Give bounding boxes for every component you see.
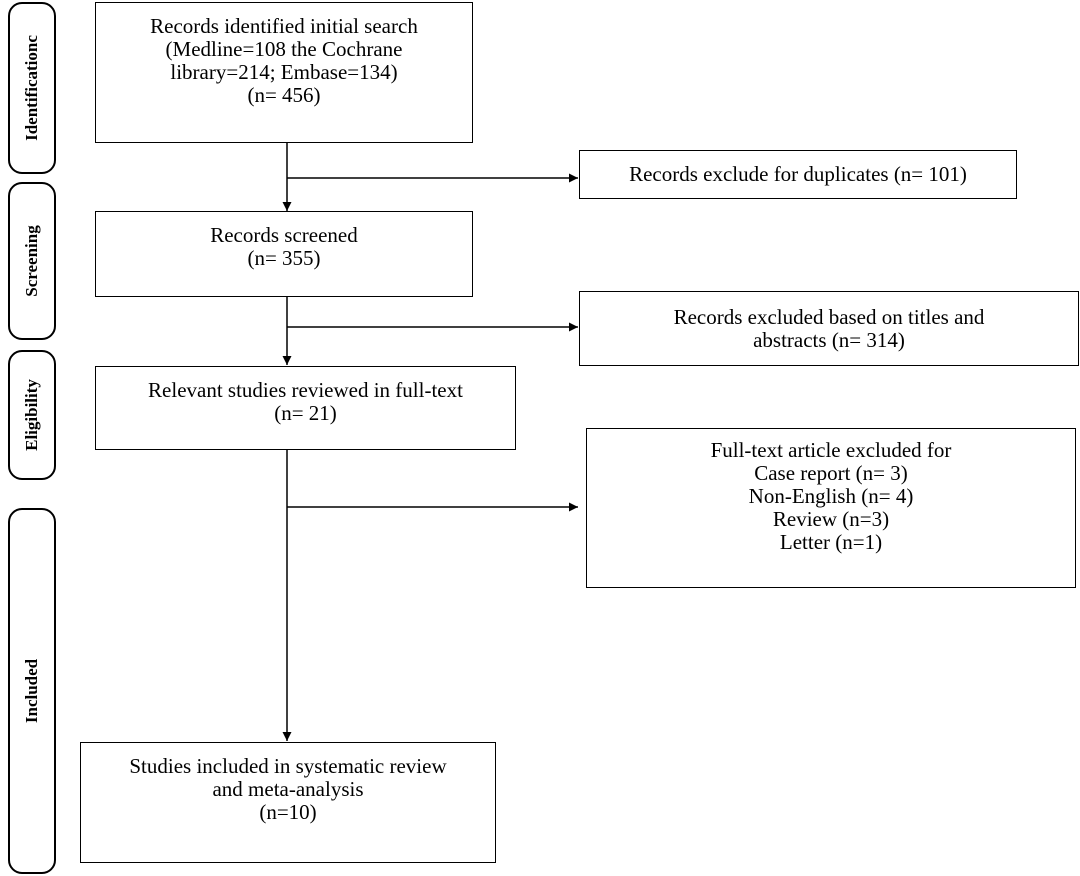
box-line: Records identified initial search bbox=[150, 14, 418, 38]
fulltext-excluded-box: Full-text article excluded for Case repo… bbox=[586, 428, 1076, 588]
box-line: Records exclude for duplicates (n= 101) bbox=[629, 162, 967, 186]
box-line: Relevant studies reviewed in full-text bbox=[148, 378, 463, 402]
box-line: (Medline=108 the Cochrane bbox=[165, 37, 403, 61]
box-line: Records screened bbox=[210, 223, 358, 247]
titles-abstracts-excluded-box: Records excluded based on titles and abs… bbox=[579, 291, 1079, 366]
box-line: Review (n=3) bbox=[772, 507, 890, 531]
box-line: (n= 21) bbox=[274, 401, 337, 425]
duplicates-excluded-box: Records exclude for duplicates (n= 101) bbox=[579, 150, 1017, 199]
records-screened-box: Records screened (n= 355) bbox=[95, 211, 473, 297]
box-line: abstracts (n= 314) bbox=[753, 327, 905, 352]
box-line: (n=10) bbox=[259, 800, 317, 824]
box-line: (n= 456) bbox=[247, 83, 321, 107]
box-line: Studies included in systematic review bbox=[129, 754, 447, 778]
phase-eligibility: Eligibility bbox=[8, 350, 56, 480]
box-line: (n= 355) bbox=[247, 246, 321, 270]
box-line: Full-text article excluded for bbox=[710, 438, 952, 462]
box-line: Records excluded based on titles and bbox=[673, 304, 985, 329]
box-line: and meta-analysis bbox=[212, 777, 364, 801]
box-line: library=214; Embase=134) bbox=[170, 60, 398, 84]
phase-included: Included bbox=[8, 508, 56, 874]
phase-screening: Screening bbox=[8, 182, 56, 340]
box-line: Case report (n= 3) bbox=[754, 461, 908, 485]
records-identified-box: Records identified initial search (Medli… bbox=[95, 2, 473, 143]
studies-included-box: Studies included in systematic review an… bbox=[80, 742, 496, 863]
box-line: Non-English (n= 4) bbox=[748, 484, 914, 508]
box-line: Letter (n=1) bbox=[779, 530, 883, 554]
fulltext-reviewed-box: Relevant studies reviewed in full-text (… bbox=[95, 366, 516, 450]
phase-identification: Identificationc bbox=[8, 2, 56, 174]
